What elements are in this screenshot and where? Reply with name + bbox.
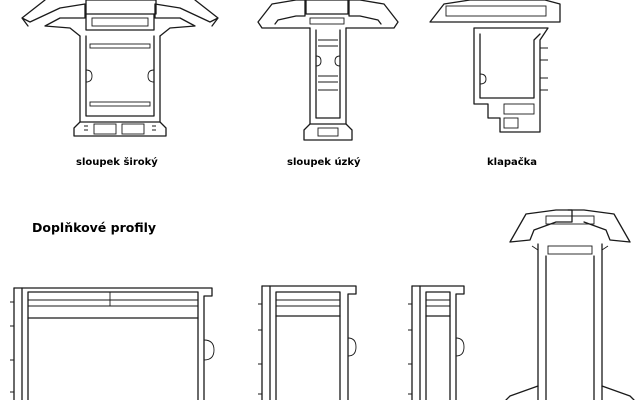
profile-sloupek-uzky (257, 0, 399, 141)
label-sloupek-uzky: sloupek úzký (287, 157, 361, 168)
profile-medium (258, 285, 357, 400)
profile-sloupek-siroky (21, 0, 219, 137)
section-heading: Doplňkové profily (32, 220, 157, 235)
profile-klapacka (429, 0, 561, 133)
profile-narrow (408, 285, 465, 400)
label-sloupek-siroky: sloupek široký (76, 157, 158, 168)
label-klapacka: klapačka (487, 157, 538, 168)
profile-wide-rectangular (10, 287, 215, 400)
profile-tall-t (505, 209, 635, 400)
